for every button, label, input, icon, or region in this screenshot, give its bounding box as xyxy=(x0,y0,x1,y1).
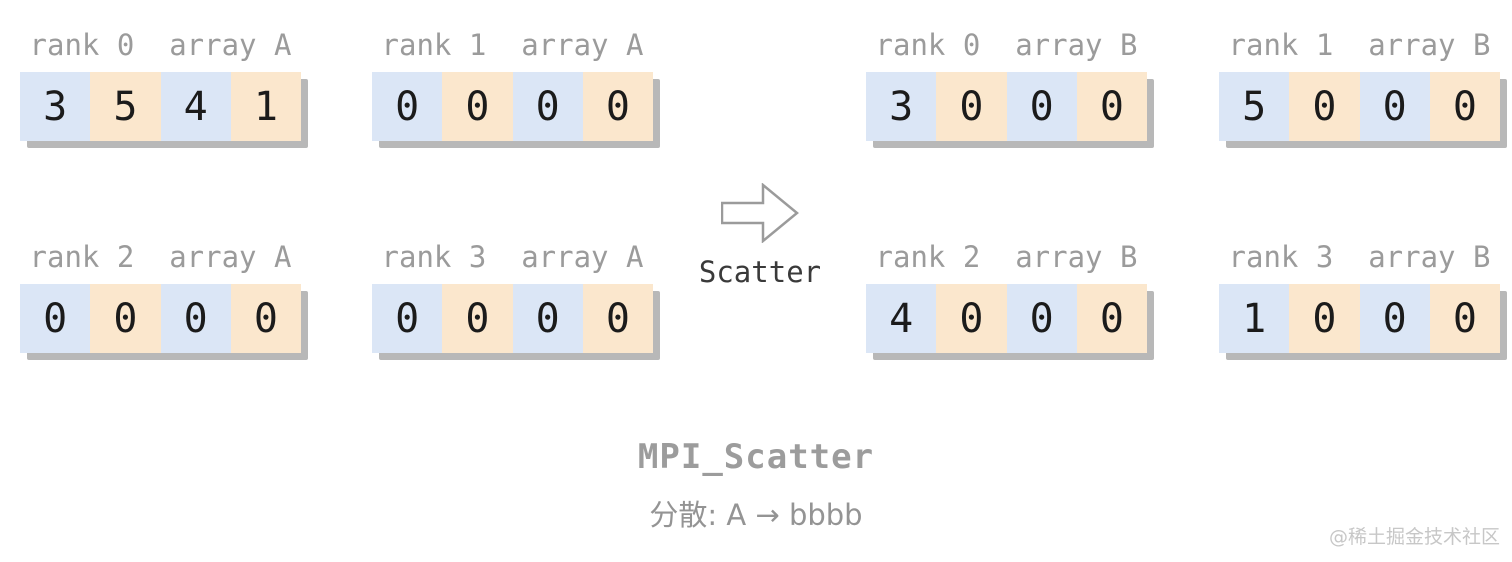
array-cell: 3 xyxy=(866,72,937,141)
watermark: @稀土掘金技术社区 xyxy=(1328,526,1500,548)
array-block-rank1-arrayB: rank 1 array B 5 0 0 0 xyxy=(1219,28,1500,141)
array-cell: 5 xyxy=(1219,72,1290,141)
array-cell: 1 xyxy=(1219,284,1290,353)
array-cell: 0 xyxy=(1006,72,1077,141)
array-label: rank 2 array A xyxy=(29,240,292,274)
array-block-rank0-arrayA: rank 0 array A 3 5 4 1 xyxy=(20,28,301,141)
array-box: 0 0 0 0 xyxy=(372,284,653,353)
array-cell: 0 xyxy=(1289,72,1360,141)
array-cell: 0 xyxy=(1289,284,1360,353)
diagram-subtitle: 分散: A → bbbb xyxy=(649,498,863,532)
array-label: rank 2 array B xyxy=(875,240,1138,274)
array-box: 0 0 0 0 xyxy=(20,284,301,353)
array-block-rank2-arrayB: rank 2 array B 4 0 0 0 xyxy=(866,240,1147,353)
array-block-rank3-arrayA: rank 3 array A 0 0 0 0 xyxy=(372,240,653,353)
array-cell: 0 xyxy=(1076,72,1147,141)
array-cell: 4 xyxy=(866,284,937,353)
array-cell: 0 xyxy=(512,72,583,141)
array-cell: 0 xyxy=(1359,72,1430,141)
array-cell: 0 xyxy=(230,284,301,353)
array-block-rank2-arrayA: rank 2 array A 0 0 0 0 xyxy=(20,240,301,353)
array-cell: 0 xyxy=(20,284,91,353)
array-label: rank 1 array B xyxy=(1228,28,1491,62)
array-box: 3 0 0 0 xyxy=(866,72,1147,141)
array-box: 0 0 0 0 xyxy=(372,72,653,141)
diagram-title: MPI_Scatter xyxy=(637,437,875,477)
array-block-rank3-arrayB: rank 3 array B 1 0 0 0 xyxy=(1219,240,1500,353)
array-cell: 0 xyxy=(160,284,231,353)
array-cell: 5 xyxy=(90,72,161,141)
array-cell: 3 xyxy=(20,72,91,141)
array-cell: 0 xyxy=(1076,284,1147,353)
array-cell: 0 xyxy=(1006,284,1077,353)
array-cell: 0 xyxy=(512,284,583,353)
array-cell: 0 xyxy=(372,284,443,353)
array-cell: 0 xyxy=(372,72,443,141)
array-box: 5 0 0 0 xyxy=(1219,72,1500,141)
array-label: rank 0 array A xyxy=(29,28,292,62)
array-cell: 4 xyxy=(160,72,231,141)
array-cell: 0 xyxy=(582,284,653,353)
array-label: rank 3 array A xyxy=(381,240,644,274)
array-box: 1 0 0 0 xyxy=(1219,284,1500,353)
array-cell: 0 xyxy=(1429,72,1500,141)
array-cell: 0 xyxy=(442,284,513,353)
array-label: rank 1 array A xyxy=(381,28,644,62)
array-cell: 0 xyxy=(1359,284,1430,353)
array-block-rank1-arrayA: rank 1 array A 0 0 0 0 xyxy=(372,28,653,141)
array-box: 3 5 4 1 xyxy=(20,72,301,141)
right-arrow-icon xyxy=(721,183,799,243)
array-block-rank0-arrayB: rank 0 array B 3 0 0 0 xyxy=(866,28,1147,141)
array-label: rank 0 array B xyxy=(875,28,1138,62)
array-cell: 0 xyxy=(936,72,1007,141)
array-cell: 0 xyxy=(582,72,653,141)
array-cell: 0 xyxy=(1429,284,1500,353)
array-cell: 0 xyxy=(936,284,1007,353)
array-box: 4 0 0 0 xyxy=(866,284,1147,353)
array-cell: 0 xyxy=(90,284,161,353)
array-label: rank 3 array B xyxy=(1228,240,1491,274)
array-cell: 0 xyxy=(442,72,513,141)
operation-label: Scatter xyxy=(698,255,822,289)
scatter-operation: Scatter xyxy=(680,183,840,289)
array-cell: 1 xyxy=(230,72,301,141)
